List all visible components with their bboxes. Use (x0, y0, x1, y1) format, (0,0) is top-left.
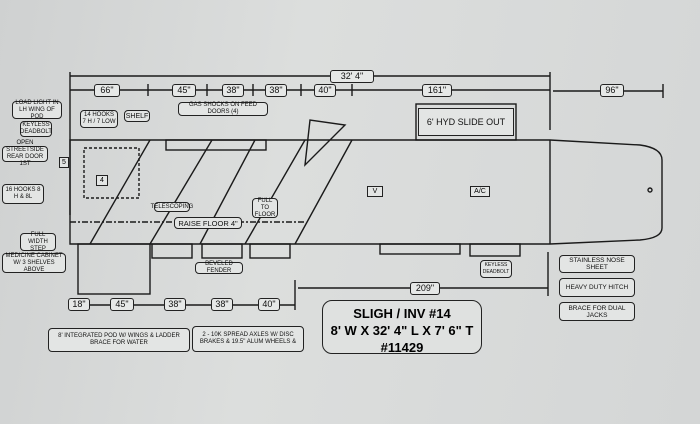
callout-raise-floor: RAISE FLOOR 4" (174, 217, 242, 229)
callout-beveled-fender: BEVELED FENDER (195, 261, 243, 274)
dim-nose: 96" (600, 84, 624, 97)
marker-4: 4 (96, 175, 108, 186)
callout-16-hooks: 16 HOOKS 8 H & 8L (2, 184, 44, 204)
dim-bottom-4: 38" (211, 298, 233, 311)
callout-keyless-deadbolt-rear: KEYLESS DEADBOLT (20, 121, 52, 137)
callout-14-hooks: 14 HOOKS 7 H / 7 LOW (80, 110, 118, 128)
callout-load-light: LOAD LIGHT IN LH WING OF POD (12, 100, 62, 120)
dim-top-4: 38" (265, 84, 287, 97)
dim-bottom-3: 38" (164, 298, 186, 311)
title-block: SLIGH / INV #14 8' W X 32' 4" L X 7' 6" … (322, 300, 482, 355)
dim-top-1: 66" (94, 84, 120, 97)
callout-full-width-step: FULL WIDTH STEP (20, 232, 56, 252)
title-line-1: SLIGH / INV #14 (353, 306, 451, 321)
callout-medicine-cabinet: MEDICINE CABINET W/ 3 SHELVES ABOVE (2, 253, 66, 273)
callout-slide-out: 6' HYD SLIDE OUT (418, 108, 514, 136)
callout-gas-shocks: GAS SHOCKS ON FEED DOORS (4) (178, 102, 268, 116)
dim-top-5: 40" (314, 84, 336, 97)
dim-top-3: 38" (222, 84, 244, 97)
dim-bottom-5: 40" (258, 298, 280, 311)
vent-marker: V (367, 186, 383, 197)
feature-hitch: HEAVY DUTY HITCH (559, 278, 635, 297)
dim-top-6: 161" (422, 84, 452, 97)
dim-bottom-2: 45" (110, 298, 134, 311)
dim-bottom-1: 18" (68, 298, 90, 311)
ac-marker: A/C (470, 186, 490, 197)
dim-living: 209" (410, 282, 440, 295)
callout-telescoping: TELESCOPING (151, 202, 193, 212)
feature-axles: 2 - 10K SPREAD AXLES W/ DISC BRAKES & 19… (192, 326, 304, 352)
title-line-3: #11429 (380, 340, 424, 355)
callout-open-rear-door: OPEN STREETSIDE REAR DOOR 1ST (2, 140, 48, 167)
title-line-2: 8' W X 32' 4" L X 7' 6" T (330, 323, 474, 338)
dim-top-2: 45" (172, 84, 196, 97)
marker-5: 5 (59, 157, 69, 168)
feature-nose-sheet: STAINLESS NOSE SHEET (559, 255, 635, 273)
feature-pod: 8' INTEGRATED POD W/ WINGS & LADDER BRAC… (48, 328, 190, 352)
callout-full-to-floor: FULL TO FLOOR (252, 198, 278, 218)
overall-length-dim: 32' 4" (330, 70, 374, 83)
callout-keyless-deadbolt-side: KEYLESS DEADBOLT (480, 260, 512, 278)
callout-shelf: SHELF (124, 110, 150, 122)
feature-jacks: BRACE FOR DUAL JACKS (559, 302, 635, 321)
